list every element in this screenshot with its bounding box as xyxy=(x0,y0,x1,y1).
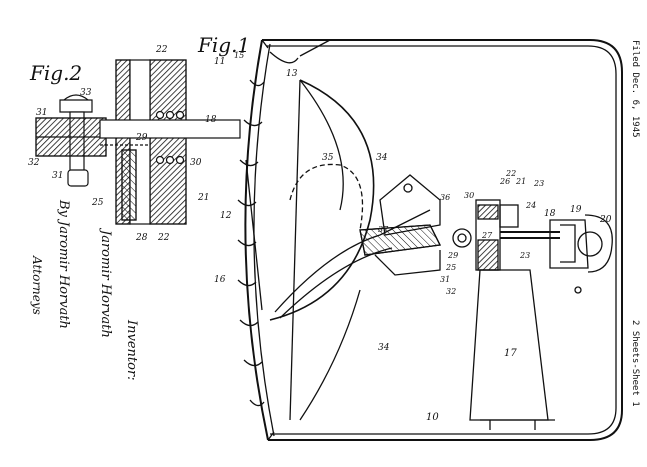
label-18-fig1: 18 xyxy=(544,209,556,219)
inventor-caption: Inventor: xyxy=(124,320,139,381)
label-17: 17 xyxy=(504,348,517,359)
label-35: 35 xyxy=(322,153,334,163)
label-31b: 31 xyxy=(52,171,63,181)
label-30: 30 xyxy=(190,158,202,168)
by-line: By Jaromir Horvath xyxy=(56,200,71,329)
label-13: 13 xyxy=(286,69,298,79)
label-31a: 31 xyxy=(36,108,47,118)
label-23b: 23 xyxy=(519,251,530,260)
label-15: 15 xyxy=(234,51,244,60)
sheet-count: 2 Sheets-Sheet 1 xyxy=(630,320,640,407)
label-38: 30 xyxy=(464,191,474,200)
inventor-name: Jaromir Horvath xyxy=(98,230,113,338)
label-34b: 34 xyxy=(378,343,390,353)
attorneys-caption: Attorneys xyxy=(30,256,44,315)
label-23: 23 xyxy=(533,179,544,188)
label-22: 22 xyxy=(155,45,168,55)
fig2-title: Fig.2 xyxy=(29,61,82,85)
label-32: 32 xyxy=(28,158,40,168)
label-34: 34 xyxy=(376,153,388,163)
label-28: 28 xyxy=(135,233,148,243)
label-20: 20 xyxy=(599,215,612,225)
filed-date: Filed Dec. 6, 1945 xyxy=(630,40,640,138)
label-27: 27 xyxy=(481,231,493,240)
label-29-fig1: 29 xyxy=(447,251,458,260)
label-10: 10 xyxy=(426,412,439,423)
label-21: 21 xyxy=(197,193,209,203)
label-29: 29 xyxy=(135,133,148,143)
label-21-fig1: 21 xyxy=(515,177,526,186)
fig1-main-view xyxy=(238,40,622,440)
label-19: 19 xyxy=(570,205,582,215)
label-24: 24 xyxy=(525,201,536,210)
label-22-fig1: 22 xyxy=(505,169,516,178)
label-22b: 22 xyxy=(157,233,170,243)
label-31-fig1: 31 xyxy=(440,275,450,284)
label-26: 26 xyxy=(499,177,510,186)
label-12: 12 xyxy=(220,211,232,221)
label-25: 25 xyxy=(91,198,104,208)
label-16: 16 xyxy=(214,275,226,285)
label-18: 18 xyxy=(205,115,217,125)
label-36: 36 xyxy=(440,193,450,202)
label-32-fig1: 32 xyxy=(446,287,456,296)
label-11: 11 xyxy=(214,57,225,67)
label-25-fig1: 25 xyxy=(445,263,456,272)
label-33: 33 xyxy=(80,88,92,98)
label-37: 37 xyxy=(378,225,389,234)
